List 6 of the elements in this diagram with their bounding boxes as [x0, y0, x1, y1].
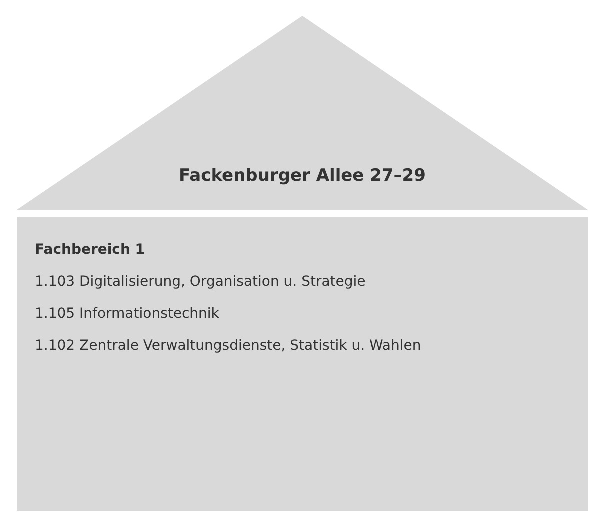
unit-name: 1.105 Informationstechnik	[35, 305, 220, 323]
unit-name: 1.102 Zentrale Verwaltungsdienste, Statistik u. Wahlen	[35, 337, 422, 355]
address-label: Fackenburger Allee 27–29	[179, 166, 426, 186]
unit-name: 1.103 Digitalisierung, Organisation u. Strategie	[35, 273, 367, 291]
department-heading: Fachbereich 1	[35, 241, 146, 259]
building-panel	[17, 217, 588, 511]
